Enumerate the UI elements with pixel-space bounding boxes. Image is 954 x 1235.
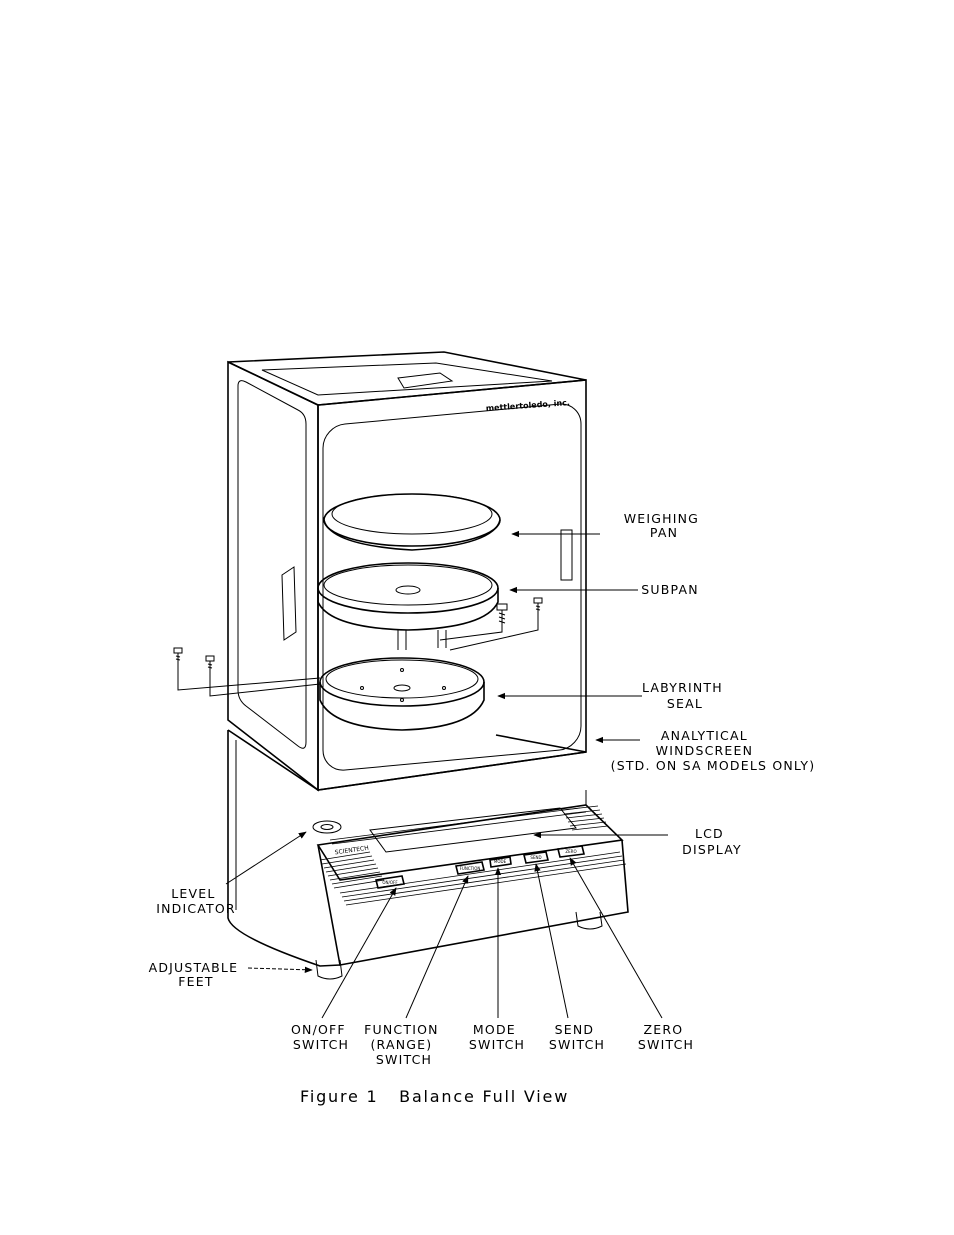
label-zero-switch: ZERO SWITCH [638, 1022, 694, 1052]
label-labyrinth-seal: LABYRINTH SEAL [642, 680, 728, 711]
subpan [318, 563, 498, 650]
button-onoff-label: ON/OFF [382, 880, 398, 885]
label-adjustable-feet: ADJUSTABLE FEET [149, 960, 244, 989]
label-on-off-switch: ON/OFF SWITCH [291, 1022, 351, 1052]
label-level-indicator: LEVEL INDICATOR [156, 886, 236, 916]
figure-caption: Figure 1 Balance Full View [300, 1087, 569, 1106]
label-weighing-pan: WEIGHING PAN [624, 511, 705, 540]
label-subpan: SUBPAN [641, 582, 699, 597]
analytical-windscreen: mettlertoledo, inc. [228, 352, 586, 790]
labyrinth-seal [320, 658, 484, 730]
button-send-label: SEND [530, 855, 541, 860]
label-windscreen: ANALYTICAL WINDSCREEN (STD. ON SA MODELS… [611, 728, 816, 773]
button-zero-label: ZERO [565, 849, 576, 854]
label-function-switch: FUNCTION (RANGE) SWITCH [364, 1022, 444, 1067]
button-onoff[interactable]: ON/OFF [376, 876, 404, 888]
windscreen-brand: mettlertoledo, inc. [485, 398, 570, 413]
label-send-switch: SEND SWITCH [549, 1022, 605, 1052]
label-lcd-display: LCD DISPLAY [682, 826, 742, 857]
weighing-pan [324, 494, 500, 550]
button-zero[interactable]: ZERO [558, 846, 584, 857]
button-function-label: FUNCTION [460, 866, 481, 871]
screws [174, 598, 542, 696]
label-mode-switch: MODE SWITCH [469, 1022, 525, 1052]
button-mode[interactable]: MODE [490, 857, 511, 867]
button-mode-label: MODE [494, 859, 507, 864]
